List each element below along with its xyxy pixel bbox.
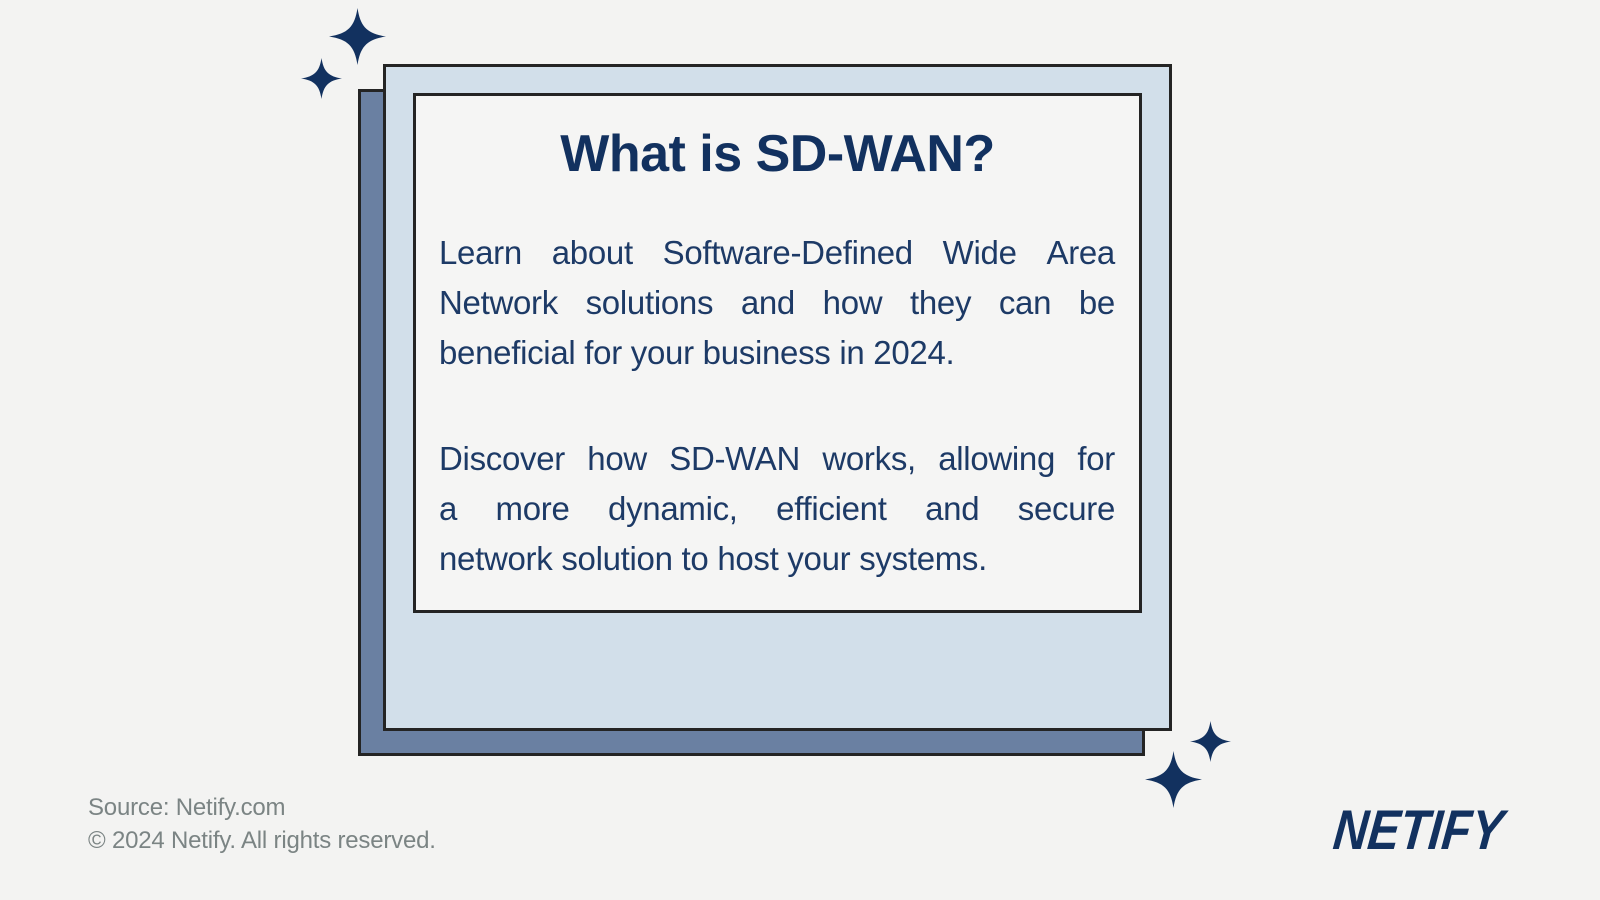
netify-logo: NETIFY	[1330, 798, 1507, 861]
paragraph-line: beneficial for your business in 2024.	[439, 334, 955, 371]
sparkle-icon	[329, 8, 386, 65]
source-attribution: Source: Netify.com © 2024 Netify. All ri…	[88, 791, 436, 857]
sparkle-icon	[1190, 721, 1231, 762]
sparkle-icon	[1145, 751, 1202, 808]
copyright-line: © 2024 Netify. All rights reserved.	[88, 827, 436, 854]
paragraph-line: network solution to host your systems.	[439, 540, 988, 577]
text-panel	[413, 93, 1142, 613]
source-line: Source: Netify.com	[88, 794, 286, 821]
sparkle-icon	[301, 58, 342, 99]
page-title: What is SD-WAN?	[560, 125, 995, 183]
